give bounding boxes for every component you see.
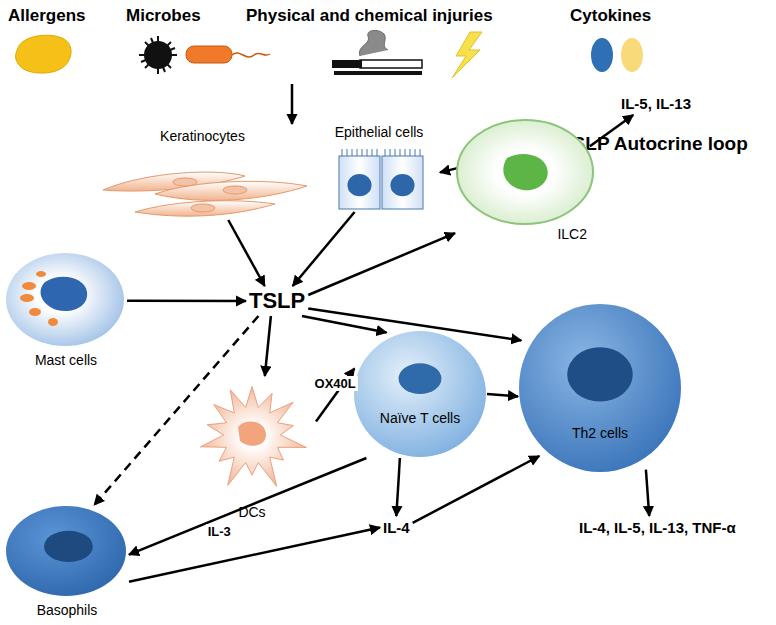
cell-label: TSLP (249, 288, 305, 314)
arrow (646, 470, 649, 516)
cytokine-icon (591, 38, 613, 72)
cell-illustration (518, 303, 682, 473)
granule (20, 294, 34, 302)
cell-label: IL-4, IL-5, IL-13, TNF-α (579, 518, 736, 537)
th2-cell: Th2 cells (518, 303, 682, 473)
cilium (377, 149, 378, 156)
cell-illustration (188, 376, 316, 494)
cilium (400, 149, 401, 156)
keratinocyte-shape (135, 201, 275, 216)
epithelial-cells: Epithelial cells (318, 124, 440, 212)
cilium (342, 149, 343, 156)
arrow (293, 212, 355, 286)
cell-label: Keratinocytes (95, 128, 310, 145)
allergen-icon (16, 35, 71, 73)
bacterium-icon (186, 46, 270, 63)
cell-illustration (338, 148, 424, 210)
virus-icon (139, 36, 177, 74)
cell-label: Basophils (5, 602, 129, 619)
cilium (405, 149, 406, 156)
cilium (420, 149, 421, 156)
stimulus-label: Cytokines (570, 6, 651, 26)
granule (22, 282, 36, 290)
stimulus-label: Microbes (126, 6, 201, 26)
cilium (390, 149, 391, 156)
ilc2-cell: ILC2 (455, 118, 597, 246)
nucleus (41, 277, 88, 311)
tslp-hub: TSLP (246, 286, 308, 316)
cilium (415, 149, 416, 156)
cilium (347, 149, 348, 156)
cell-illustration (353, 330, 487, 458)
cilium (357, 149, 358, 156)
cell-illustration (5, 252, 125, 347)
arrow (413, 456, 540, 523)
nucleus (390, 174, 414, 196)
nucleus (567, 347, 633, 401)
arrow (265, 316, 271, 376)
edge-label: IL-3 (206, 524, 233, 539)
cilium (362, 149, 363, 156)
nucleus (223, 186, 247, 194)
edge-label: OX40L (313, 376, 358, 391)
cytokine-icon (621, 38, 643, 72)
cilium (372, 149, 373, 156)
arrow (129, 458, 366, 555)
il4-cytokine: IL-4 (380, 516, 413, 539)
epithelial-cell (339, 156, 380, 209)
granule (48, 318, 58, 326)
cilium (410, 149, 411, 156)
stimulus-label: Physical and chemical injuries (246, 6, 493, 26)
stimulus-label: Allergens (8, 6, 85, 26)
nucleus (44, 531, 93, 562)
naive-t-cell-shape (354, 331, 486, 457)
keratinocyte-cells: Keratinocytes (95, 128, 310, 220)
cell-label: IL-5, IL-13 (621, 94, 691, 113)
cigarette-icon (332, 30, 422, 75)
cilium (395, 149, 396, 156)
arrow (487, 394, 518, 397)
cilium (367, 149, 368, 156)
basophil-shape (6, 506, 126, 596)
cilium (352, 149, 353, 156)
arrow (396, 458, 400, 516)
cell-label: Mast cells (5, 352, 127, 369)
epithelial-cell (382, 156, 423, 209)
arrow (228, 220, 264, 286)
mast-cell-shape (6, 253, 124, 346)
cell-label: Epithelial cells (318, 124, 440, 141)
lightning-icon (452, 32, 482, 78)
cytokine-output: IL-4, IL-5, IL-13, TNF-α (576, 516, 739, 539)
cell-label: IL-4 (383, 518, 410, 537)
arrow (308, 233, 455, 295)
cell-label: ILC2 (455, 226, 597, 243)
nucleus (173, 178, 197, 186)
nucleus (399, 363, 442, 394)
ilc2-shape (457, 120, 593, 224)
cell-illustration (455, 118, 595, 226)
cell-illustration (5, 505, 127, 597)
nucleus (191, 204, 215, 212)
mast-cell: Mast cells (5, 252, 127, 374)
cytokine-output: IL-5, IL-13 (618, 92, 694, 115)
arrow (127, 300, 246, 303)
granule (36, 271, 46, 277)
dendritic-cell: DCs (188, 376, 316, 528)
nucleus (238, 421, 266, 445)
cell-label: TSLP Autocrine loop (561, 132, 748, 155)
cell-label: Th2 cells (518, 425, 682, 442)
dendritic-cell-shape (200, 387, 306, 487)
cell-label: DCs (188, 504, 316, 521)
granule (29, 308, 41, 316)
nucleus (347, 174, 371, 196)
naive-t-cell: Naïve T cells (353, 330, 487, 458)
th2-cell-shape (519, 304, 681, 472)
nucleus (503, 154, 547, 190)
arrow (129, 528, 380, 582)
cell-illustration (95, 150, 310, 220)
basophil: Basophils (5, 505, 129, 623)
cell-label: Naïve T cells (353, 410, 487, 427)
stimulus-arrow (291, 84, 294, 124)
cilium (385, 149, 386, 156)
